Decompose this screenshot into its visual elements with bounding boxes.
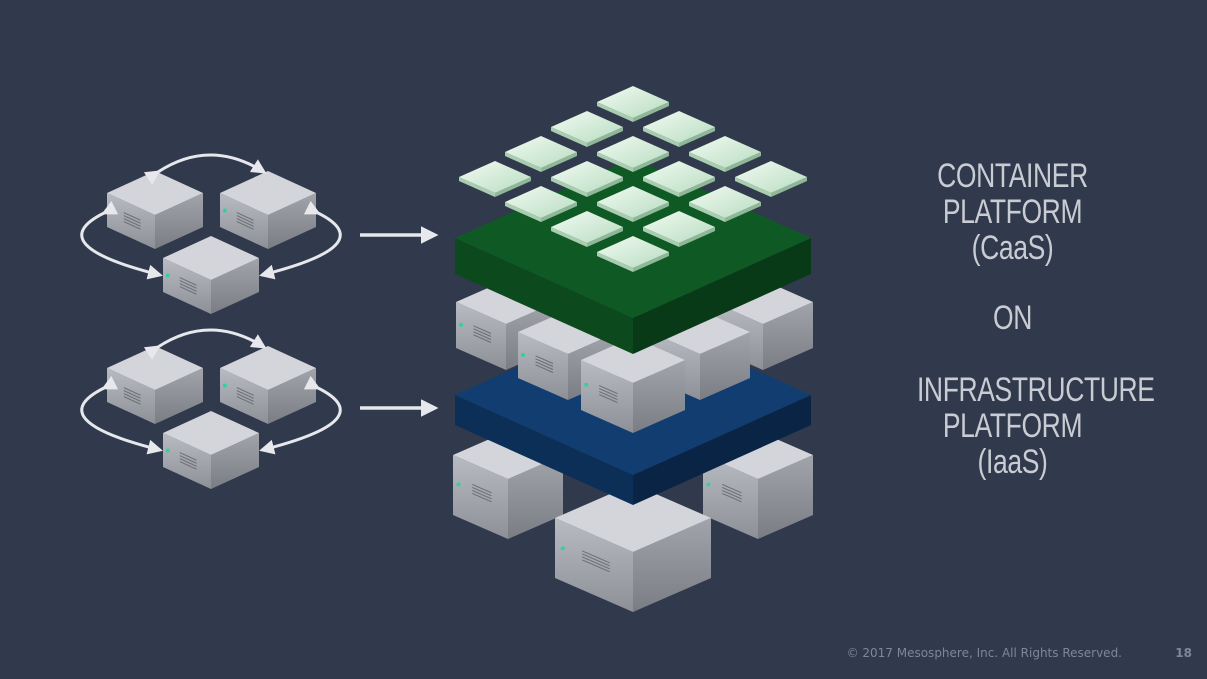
- container-label-line-3: (CaaS): [971, 229, 1054, 267]
- server-box: [220, 346, 316, 424]
- container-tile: [643, 111, 715, 147]
- sync-arrow-icon: [143, 153, 267, 185]
- middle-server: [581, 337, 685, 433]
- server-box: [220, 171, 316, 249]
- sync-arrow-icon: [259, 375, 342, 455]
- bottom-server: [703, 431, 813, 539]
- container-tile: [551, 211, 623, 247]
- status-led-icon: [521, 352, 525, 357]
- container-tile: [459, 161, 531, 197]
- container-tile: [505, 136, 577, 172]
- container-tile: [597, 186, 669, 222]
- container-tile: [551, 111, 623, 147]
- server-box: [107, 346, 203, 424]
- server-cluster-top-icon: [80, 153, 342, 314]
- container-tile: [505, 186, 577, 222]
- container-tile: [735, 161, 807, 197]
- status-led-icon: [584, 382, 589, 387]
- server-cluster-bottom-icon: [80, 328, 342, 489]
- status-led-icon: [560, 546, 565, 551]
- status-led-icon: [459, 322, 463, 327]
- status-led-icon: [222, 383, 227, 388]
- infrastructure-label-line-2: PLATFORM: [942, 407, 1083, 445]
- status-led-icon: [165, 273, 170, 278]
- server-box: [163, 411, 259, 489]
- container-tile: [597, 236, 669, 272]
- infrastructure-label-line-1: INFRASTRUCTURE: [916, 371, 1155, 409]
- connector-text: ON: [993, 299, 1032, 337]
- status-led-icon: [109, 208, 114, 213]
- container-tile: [597, 136, 669, 172]
- container-tile: [597, 86, 669, 122]
- container-tile: [551, 161, 623, 197]
- container-label-line-2: PLATFORM: [942, 193, 1083, 231]
- container-tiles: [459, 86, 807, 272]
- infrastructure-platform-label: INFRASTRUCTURE PLATFORM (IaaS): [916, 371, 1155, 481]
- bottom-server: [555, 484, 711, 612]
- server-box: [163, 236, 259, 314]
- server-box: [107, 171, 203, 249]
- status-led-icon: [706, 482, 711, 487]
- copyright-text: © 2017 Mesosphere, Inc. All Rights Reser…: [846, 646, 1122, 660]
- sync-arrow-icon: [259, 200, 342, 280]
- infrastructure-label-line-3: (IaaS): [977, 443, 1048, 481]
- container-tile: [689, 186, 761, 222]
- container-platform-label: CONTAINER PLATFORM (CaaS): [917, 158, 1108, 266]
- sync-arrow-icon: [80, 200, 163, 280]
- page-number: 18: [1175, 646, 1192, 660]
- container-tile: [643, 161, 715, 197]
- container-label-line-1: CONTAINER: [937, 157, 1088, 195]
- container-tile: [689, 136, 761, 172]
- sync-arrow-icon: [143, 328, 267, 360]
- status-led-icon: [109, 383, 114, 388]
- sync-arrow-icon: [80, 375, 163, 455]
- status-led-icon: [456, 482, 461, 487]
- status-led-icon: [165, 448, 170, 453]
- container-tile: [643, 211, 715, 247]
- connector-label: ON: [917, 300, 1108, 336]
- status-led-icon: [222, 208, 227, 213]
